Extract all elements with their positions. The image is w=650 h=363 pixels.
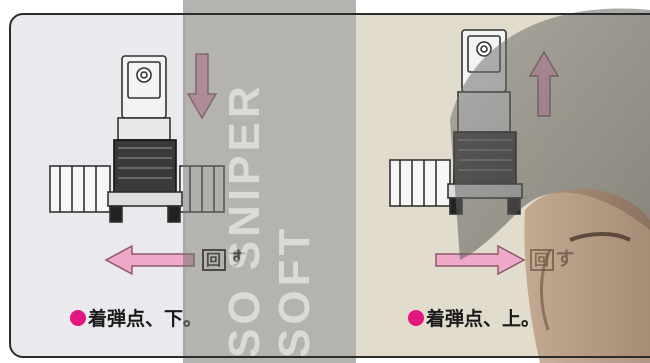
caption-text-right: 着弾点、上。	[426, 308, 541, 330]
watermark-band	[183, 0, 356, 363]
bullet-dot-icon	[408, 310, 424, 326]
arrow-right-icon	[435, 244, 526, 276]
caption-text-left: 着弾点、下。	[88, 308, 203, 330]
card-border	[9, 13, 650, 358]
caption-left: 着弾点、下。	[70, 304, 202, 331]
person-photo-overlay	[450, 8, 650, 363]
caption-right: 着弾点、上。	[408, 304, 540, 331]
bullet-dot-icon	[70, 310, 86, 326]
